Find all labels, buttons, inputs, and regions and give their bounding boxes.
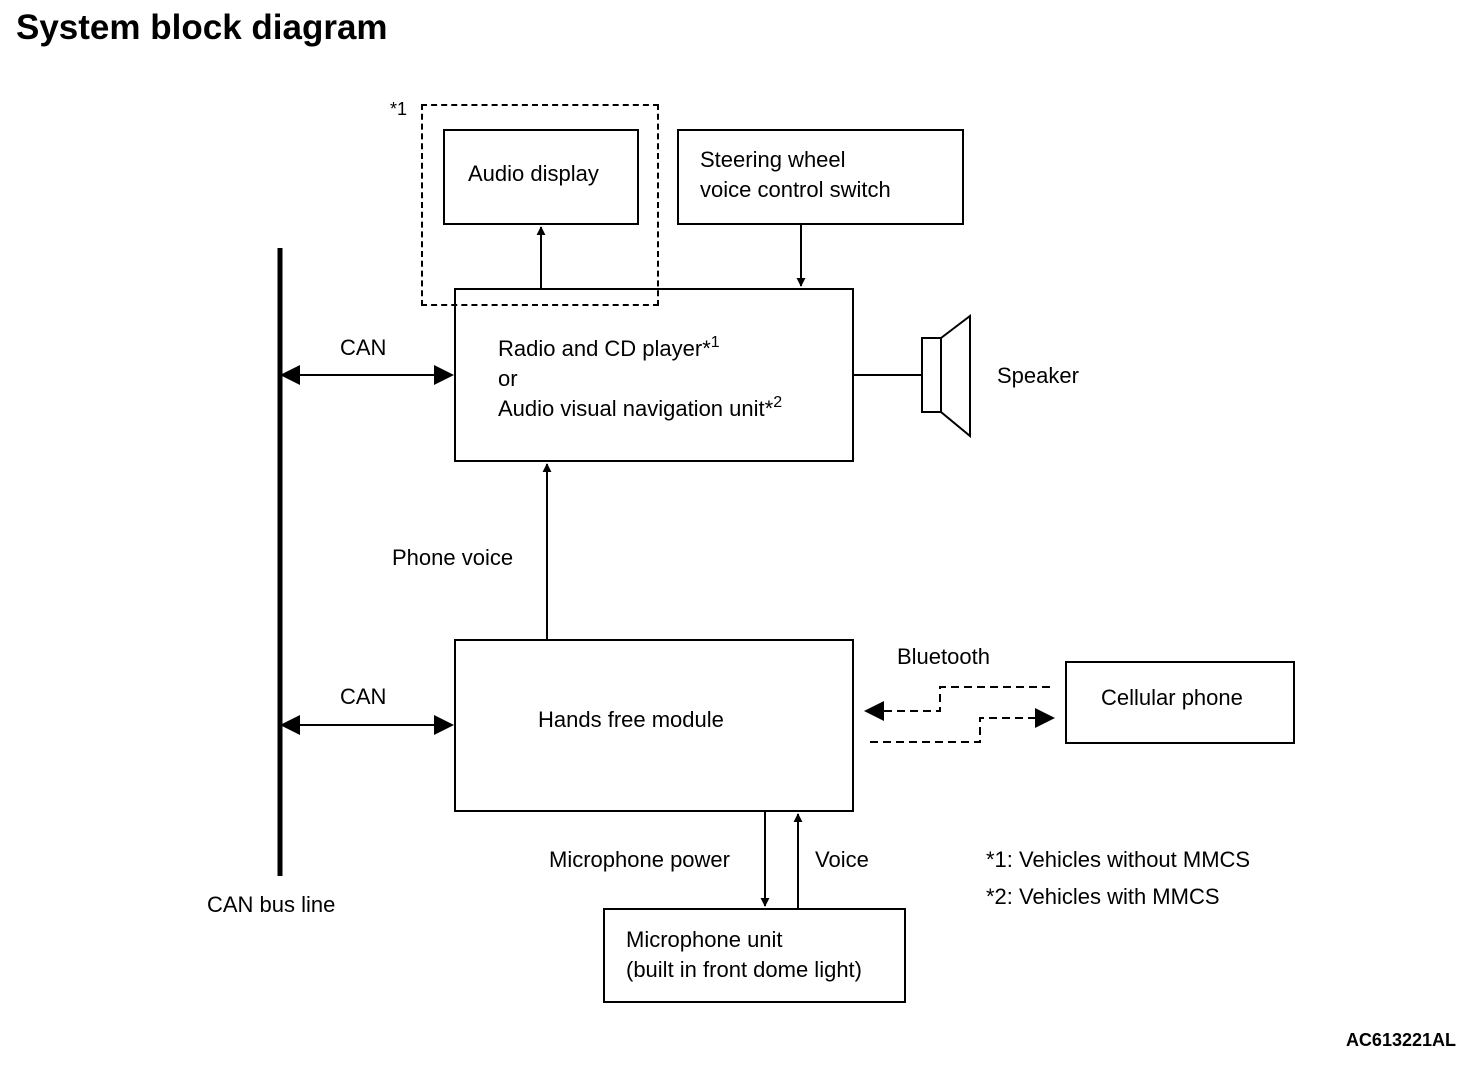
voice-label: Voice xyxy=(815,847,869,872)
audio-display-note: *1 xyxy=(390,99,408,119)
speaker-label: Speaker xyxy=(997,363,1079,388)
hands-free-label: Hands free module xyxy=(538,707,724,732)
bluetooth-outgoing-link xyxy=(870,708,1055,743)
audio-display-label: Audio display xyxy=(468,161,599,186)
bluetooth-label: Bluetooth xyxy=(897,644,990,669)
radio-unit-box xyxy=(454,288,854,462)
can-bottom-label: CAN xyxy=(340,684,387,709)
figure-code: AC613221AL xyxy=(1345,1030,1456,1050)
radio-unit-label-2: or xyxy=(498,366,518,391)
bluetooth-incoming-link xyxy=(864,686,1050,721)
can-bus-line-label: CAN bus line xyxy=(207,892,336,917)
steering-switch-label-1: Steering wheel xyxy=(700,147,846,172)
cellular-phone-box xyxy=(1065,661,1295,744)
microphone-label-2: (built in front dome light) xyxy=(626,957,862,982)
cellular-phone-label: Cellular phone xyxy=(1101,685,1243,710)
legend-note-2: *2: Vehicles with MMCS xyxy=(986,884,1220,909)
mic-power-label: Microphone power xyxy=(549,847,730,872)
audio-display-group-outline xyxy=(421,104,659,306)
speaker-cone-icon xyxy=(940,313,971,439)
radio-unit-label-1: Radio and CD player*1 xyxy=(498,334,720,362)
steering-switch-label-2: voice control switch xyxy=(700,177,891,202)
audio-display-box xyxy=(443,129,639,225)
steering-switch-box xyxy=(677,129,964,225)
phone-voice-label: Phone voice xyxy=(392,545,514,570)
can-top-label: CAN xyxy=(340,335,387,360)
microphone-box xyxy=(603,908,906,1003)
hands-free-box xyxy=(454,639,854,812)
microphone-label-1: Microphone unit xyxy=(626,927,783,952)
speaker-icon xyxy=(921,337,942,413)
radio-unit-label-3: Audio visual navigation unit*2 xyxy=(498,394,783,422)
page-title: System block diagram xyxy=(16,8,388,47)
legend-note-1: *1: Vehicles without MMCS xyxy=(986,847,1251,872)
